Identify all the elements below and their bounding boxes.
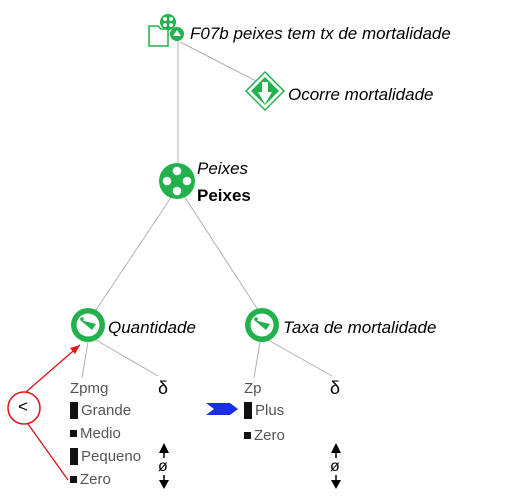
value-marker bbox=[70, 476, 77, 483]
current-value-pointer bbox=[206, 403, 238, 415]
rate-value-zero[interactable]: Zero bbox=[244, 427, 285, 444]
rate-value-label: Zero bbox=[254, 427, 285, 444]
entity-name-label[interactable]: Peixes bbox=[197, 186, 251, 205]
qs-value-grande[interactable]: Grande bbox=[70, 402, 131, 419]
rate-value-label: Plus bbox=[255, 402, 285, 419]
edge-rate-derivative bbox=[267, 339, 333, 377]
value-marker bbox=[70, 402, 78, 419]
scenario-icon bbox=[148, 14, 184, 47]
value-marker bbox=[70, 430, 77, 437]
inequality-circle[interactable] bbox=[7, 391, 41, 425]
edge-scenario-process bbox=[179, 41, 263, 85]
rate-space-name: Zp bbox=[244, 380, 262, 397]
qs-value-label: Medio bbox=[80, 425, 121, 442]
entity-type-label: Peixes bbox=[197, 159, 249, 178]
quantity-space-name: Zpmg bbox=[70, 380, 109, 397]
quantity-derivative-symbol: δ bbox=[158, 378, 169, 398]
inequality-symbol: < bbox=[18, 397, 28, 416]
qs-value-label: Grande bbox=[81, 402, 132, 419]
process-label[interactable]: Ocorre mortalidade bbox=[288, 85, 434, 104]
rate-derivative-value: ø bbox=[330, 458, 340, 475]
process-icon bbox=[244, 70, 286, 112]
quantity-label[interactable]: Quantidade bbox=[108, 318, 196, 337]
value-marker bbox=[70, 448, 78, 465]
edge-rate-qs bbox=[253, 341, 261, 379]
qs-value-pequeno[interactable]: Pequeno bbox=[70, 448, 141, 465]
inequality-relation bbox=[7, 344, 81, 481]
qs-value-zero[interactable]: Zero bbox=[70, 471, 111, 488]
quantity-derivative-value: ø bbox=[158, 458, 168, 475]
edge-entity-quantity bbox=[91, 195, 173, 317]
rate-gauge-icon bbox=[245, 308, 279, 342]
quantity-derivative-arrows bbox=[159, 443, 169, 489]
edge-quantity-qs bbox=[81, 341, 89, 379]
value-marker bbox=[244, 402, 252, 419]
edges bbox=[81, 40, 333, 379]
edge-entity-rate bbox=[183, 195, 263, 317]
rate-value-plus[interactable]: Plus bbox=[244, 402, 284, 419]
quantity-gauge-icon bbox=[71, 308, 105, 342]
qs-value-label: Zero bbox=[80, 471, 111, 488]
edge-quantity-derivative bbox=[95, 339, 159, 377]
qs-value-label: Pequeno bbox=[81, 448, 142, 465]
scenario-label[interactable]: F07b peixes tem tx de mortalidade bbox=[190, 24, 451, 43]
value-marker bbox=[244, 432, 251, 439]
rate-derivative-symbol: δ bbox=[330, 378, 341, 398]
rate-derivative-arrows bbox=[331, 443, 341, 489]
qs-value-medio[interactable]: Medio bbox=[70, 425, 121, 442]
rate-label[interactable]: Taxa de mortalidade bbox=[283, 318, 437, 337]
entity-icon bbox=[159, 163, 195, 199]
